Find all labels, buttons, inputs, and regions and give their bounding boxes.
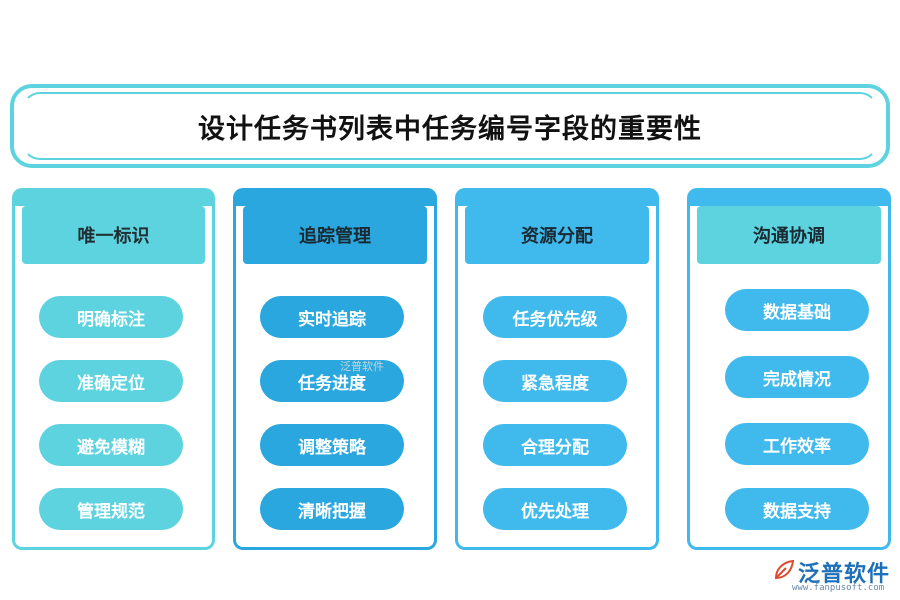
item-pill: 优先处理 [483, 488, 627, 530]
category-column-tracking: 追踪管理 实时追踪 任务进度 调整策略 清晰把握 [233, 188, 437, 550]
column-frame [455, 188, 659, 550]
category-column-communication: 沟通协调 数据基础 完成情况 工作效率 数据支持 [687, 188, 891, 550]
brand-logo: 泛普软件 www.fanpusoft.com [772, 556, 892, 596]
category-column-resources: 资源分配 任务优先级 紧急程度 合理分配 优先处理 [455, 188, 659, 550]
column-header: 资源分配 [465, 206, 649, 264]
item-pill: 准确定位 [39, 360, 183, 402]
item-pill: 紧急程度 [483, 360, 627, 402]
item-pill: 数据基础 [725, 289, 869, 331]
item-pill: 管理规范 [39, 488, 183, 530]
item-pill: 清晰把握 [260, 488, 404, 530]
item-pill: 工作效率 [725, 423, 869, 465]
watermark: 泛普软件 [340, 360, 384, 373]
item-pill: 调整策略 [260, 424, 404, 466]
item-pill: 任务优先级 [483, 296, 627, 338]
brand-url: www.fanpusoft.com [792, 583, 885, 593]
item-pill: 合理分配 [483, 424, 627, 466]
item-pill: 避免模糊 [39, 424, 183, 466]
category-column-unique-id: 唯一标识 明确标注 准确定位 避免模糊 管理规范 [12, 188, 215, 550]
item-pill: 数据支持 [725, 488, 869, 530]
item-pill: 实时追踪 [260, 296, 404, 338]
title-banner: 设计任务书列表中任务编号字段的重要性 [10, 84, 890, 168]
item-pill: 完成情况 [725, 356, 869, 398]
brand-leaf-icon [774, 559, 795, 580]
diagram-title: 设计任务书列表中任务编号字段的重要性 [198, 113, 702, 145]
brand-name: 泛普软件 [798, 562, 891, 587]
column-frame [12, 188, 215, 550]
column-frame [233, 188, 437, 550]
column-frame [687, 188, 891, 550]
title-banner-inner-border [22, 92, 878, 160]
column-header: 追踪管理 [243, 206, 427, 264]
item-pill: 明确标注 [39, 296, 183, 338]
column-header: 唯一标识 [22, 206, 205, 264]
item-pill: 任务进度 [260, 360, 404, 402]
column-header: 沟通协调 [697, 206, 881, 264]
